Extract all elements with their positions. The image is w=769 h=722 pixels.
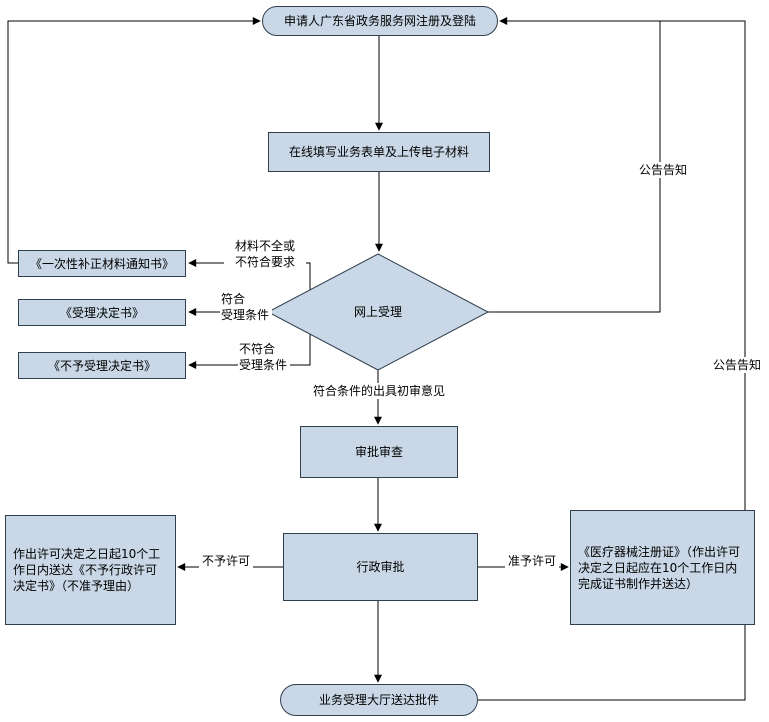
edge-label-not-meets: 不符合 受理条件 <box>238 341 290 373</box>
node-decision-label: 网上受理 <box>353 305 402 319</box>
edge-decision-announce-to-start <box>488 17 661 313</box>
edge-decision-to-reject <box>188 334 311 369</box>
node-register-cert: 《医疗器械注册证》（作出许可决定之日起应在10个工作日内完成证书制作并送达） <box>570 510 755 625</box>
edge-label-incomplete: 材料不全或 不符合要求 <box>224 238 306 270</box>
edge-label-announce-inner: 公告告知 <box>636 162 690 178</box>
node-online-form: 在线填写业务表单及上传电子材料 <box>268 132 490 172</box>
node-reject-decision: 《不予受理决定书》 <box>18 352 186 379</box>
edge-label-initial-opinion: 符合条件的出具初审意见 <box>300 383 458 399</box>
edge-label-meets: 符合 受理条件 <box>220 291 272 323</box>
node-admin-approval: 行政审批 <box>283 533 478 601</box>
node-end: 业务受理大厅送达批件 <box>280 684 478 716</box>
node-supplement-notice: 《一次性补正材料通知书》 <box>18 250 186 277</box>
node-accept-decision: 《受理决定书》 <box>18 299 186 326</box>
edge-label-deny: 不予许可 <box>199 553 253 569</box>
edge-label-announce-outer: 公告告知 <box>710 357 764 373</box>
edge-supplement-loop-to-start <box>7 17 261 264</box>
node-start: 申请人广东省政务服务网注册及登陆 <box>262 6 498 36</box>
node-deny-delivery: 作出许可决定之日起10个工作日内送达《不予行政许可决定书》（不准予理由） <box>5 515 176 625</box>
decision-diamond-shape <box>266 253 490 371</box>
edge-label-grant: 准予许可 <box>505 553 559 569</box>
node-approval-review: 审批审查 <box>300 426 458 478</box>
